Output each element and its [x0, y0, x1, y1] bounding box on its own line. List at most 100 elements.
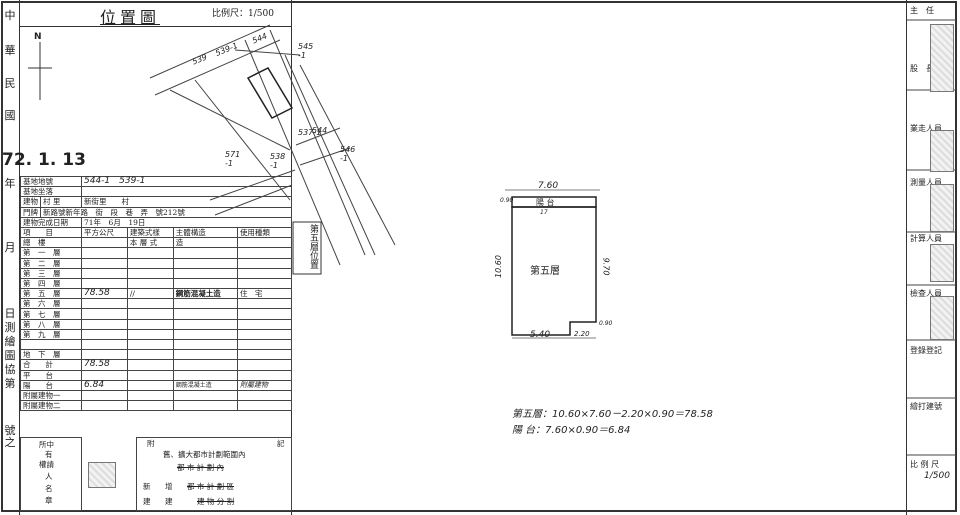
road-line-3 — [169, 89, 291, 151]
approval-stamp-5 — [930, 296, 954, 340]
survey-date: 72. 1. 13 — [2, 150, 86, 170]
floor-label: 第 七 層 — [20, 308, 82, 320]
owner-label: 所中 — [39, 440, 54, 449]
side-stamp-text: 第五層位置 — [308, 224, 318, 269]
notes-header-right: 記 — [277, 439, 285, 448]
floor-label: 附屬建物二 — [20, 400, 82, 412]
approval-label: 主 任 — [910, 6, 934, 15]
plan-bottom-left-dim: 5.40 — [530, 330, 551, 340]
structure-value: 鋼筋混凝土造 — [172, 288, 238, 300]
struct-header: 造 — [172, 237, 238, 249]
balcony-use: 附屬建物 — [236, 379, 293, 391]
road-line-1 — [149, 24, 271, 79]
approval-label: 繪打建號 — [910, 402, 942, 411]
left-char-tu: 圖 — [4, 349, 16, 362]
floor-label: 平 台 — [20, 369, 82, 381]
left-char-guo: 國 — [4, 109, 16, 122]
floor-label: 地 下 層 — [20, 349, 82, 361]
approval-stamp-3 — [930, 184, 954, 232]
floor-label: 附屬建物一 — [20, 389, 82, 402]
plan-right-dim: 9.70 — [601, 257, 611, 276]
approval-label: 計算人員 — [910, 234, 942, 243]
notes-header-left: 附 — [147, 439, 155, 448]
owner-label: 章 — [45, 496, 53, 505]
approval-stamp-4 — [930, 244, 954, 282]
owner-seal — [88, 462, 116, 488]
approval-label: 測量人員 — [910, 178, 942, 187]
notes-line-3-a: 增 — [165, 482, 173, 491]
left-char-yue: 月 — [4, 241, 16, 254]
parcel-label-544b: 544 — [312, 126, 328, 135]
notes-line-2: 都 市 計 劃 內 — [177, 463, 225, 472]
road-line-2 — [154, 39, 281, 96]
col-header: 建築式樣 — [126, 226, 174, 239]
parcel-line-2 — [244, 39, 341, 266]
approval-stamp-2 — [930, 130, 954, 172]
col-header: 使用種類 — [236, 226, 293, 239]
building-footprint — [246, 67, 294, 119]
left-date-column: 中 華 民 國 年 月 日 測 繪 圖 協 第 號 之 — [0, 0, 20, 515]
notes-line-4-b: 建 物 分 割 — [197, 497, 235, 506]
approval-label: 業走人員 — [910, 124, 942, 133]
parcel-line-8 — [295, 127, 341, 146]
parcel-line-3 — [269, 29, 366, 256]
style-value: 本 層 式 — [126, 237, 174, 249]
scale-label: 比例尺： — [212, 9, 249, 19]
calc-line-1: 第五層：10.60×7.60－2.20×0.90＝78.58 — [512, 409, 713, 420]
row-sub: 村 里 — [40, 196, 82, 208]
owner-label: 權請 — [39, 460, 54, 469]
col-header: 主體構造 — [172, 226, 238, 239]
notes-box: 附 記 舊、擴大都市計劃範圍內 都 市 計 劃 內 新 增 都 市 計 劃 區 … — [136, 437, 292, 511]
row-value — [81, 186, 292, 198]
plan-left-dim: 10.60 — [493, 255, 503, 278]
notes-line-1: 舊、擴大都市計劃範圍內 — [163, 450, 246, 459]
right-approval-panel — [906, 0, 960, 515]
approval-label: 股 長 — [910, 64, 934, 73]
parcel-line-9 — [299, 147, 351, 166]
row-label: 基地坐落 — [20, 186, 82, 198]
owner-label-box: 所中 有 權請 人 名 章 — [20, 437, 82, 511]
row-label: 建物 — [20, 196, 41, 208]
total-area: 78.58 — [81, 359, 128, 371]
parcel-label-537-1: 537-1 — [298, 128, 322, 137]
floor-label: 第 二 層 — [20, 257, 82, 269]
owner-label: 人 — [45, 472, 53, 481]
plan-balcony-label: 陽 台 — [536, 198, 555, 207]
style-ditto: // — [126, 288, 174, 300]
left-char-di: 第 — [4, 377, 16, 390]
col-header: 平方公尺 — [81, 226, 128, 239]
plan-small-dim: 0.90 — [599, 320, 613, 327]
notes-line-3-label: 新 — [143, 482, 151, 491]
parcel-label-545-1: 545 -1 — [298, 42, 314, 60]
parcel-label-538-1: 538 -1 — [270, 152, 286, 170]
floor-label: 陽 台 — [20, 379, 82, 391]
left-char-hao: 號 — [4, 424, 16, 437]
row-value: 544-1 539-1 — [81, 175, 292, 188]
left-char-hui: 繪 — [4, 335, 16, 348]
row-label: 建物完成日期 — [20, 216, 82, 228]
floor-label: 第 八 層 — [20, 318, 82, 330]
floor-label: 第 六 層 — [20, 298, 82, 310]
floor-label — [20, 338, 82, 351]
owner-label: 名 — [45, 484, 53, 493]
title-bar — [20, 2, 292, 27]
floor-label: 第 一 層 — [20, 247, 82, 259]
floor-label: 第 九 層 — [20, 328, 82, 341]
approval-label: 比 例 尺 — [910, 460, 940, 469]
parcel-line-1 — [234, 49, 301, 56]
left-char-xie: 協 — [4, 363, 16, 376]
notes-line-4-a: 建 — [165, 497, 173, 506]
left-char-nian: 年 — [4, 177, 16, 190]
page-title: 位置圖 — [100, 8, 161, 27]
plan-fifth-floor — [511, 206, 597, 336]
left-char-ce: 測 — [4, 321, 16, 334]
balcony-structure: 鋼筋混凝土造 — [172, 379, 238, 391]
plan-bottom-right-dim: 2.20 — [574, 330, 590, 338]
title-scale: 比例尺：1/500 — [212, 6, 274, 19]
approval-label: 檢查人員 — [910, 289, 942, 298]
row-value: 71年 6月 19日 — [81, 216, 292, 228]
parcel-label-571-1: 571 -1 — [225, 150, 241, 168]
left-char-zhi: 之 — [4, 436, 16, 449]
parcel-label-546-1: 546 -1 — [340, 145, 356, 163]
